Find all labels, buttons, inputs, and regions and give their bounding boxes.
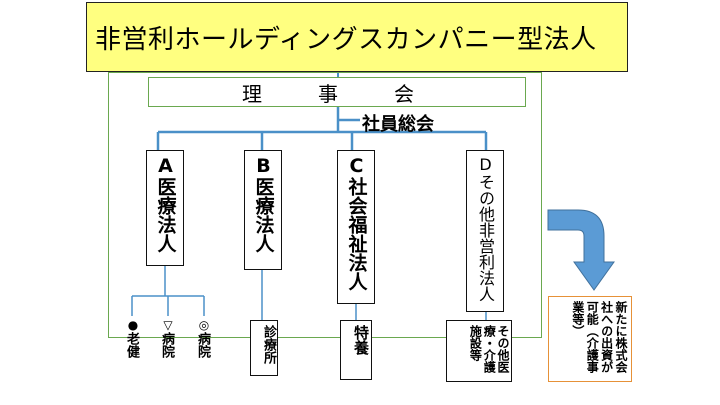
board-box: 理 事 会 [148, 77, 526, 107]
triangle-down-icon: ▽ [163, 318, 173, 332]
filled-circle-icon: ● [127, 318, 139, 332]
arrow-icon [547, 209, 615, 291]
page-title: 非営利ホールディングスカンパニー型法人 [86, 2, 628, 72]
holding-frame [108, 72, 542, 338]
facility-hospital-1: ▽ 病院 [159, 318, 176, 358]
facility-other-box: その他医療・介護施設等 [446, 320, 512, 382]
facility-label: 老健 [124, 332, 139, 358]
note-box: 新たに株式会社への出資が可能（介護事業等） [548, 296, 632, 382]
entity-b-box: B医療法人 [244, 150, 282, 270]
facility-label: 病院 [159, 332, 174, 358]
facility-roken: ● 老健 [124, 318, 141, 358]
facility-hospital-2: ◎ 病院 [195, 318, 212, 358]
entity-c-box: C社会福祉法人 [337, 150, 375, 304]
facility-clinic-box: 診療所 [250, 320, 278, 376]
entity-a-box: A医療法人 [146, 150, 184, 266]
assembly-label: 社員総会 [362, 114, 434, 135]
double-circle-icon: ◎ [198, 318, 210, 332]
entity-d-box: Dその他非営利法人 [466, 150, 504, 312]
facility-tokuyo-box: 特養 [340, 320, 372, 380]
facility-label: 病院 [195, 332, 210, 358]
